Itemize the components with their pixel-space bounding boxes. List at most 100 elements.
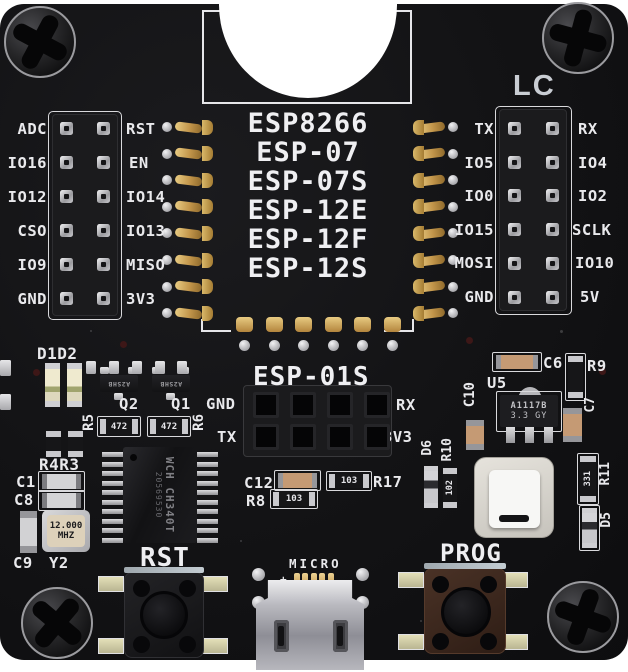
ref-label: C6 <box>543 354 563 372</box>
pin-label: IO12 <box>7 188 47 206</box>
diode-d2 <box>67 363 82 407</box>
module-title: ESP-12E <box>247 195 369 226</box>
ref-label: R5 <box>81 414 97 431</box>
socket-label: 3V3 <box>383 428 413 446</box>
brand-logo: LC <box>513 70 556 102</box>
right-pin-header <box>499 109 567 311</box>
voltage-regulator-u5: A1117B 3.3 GY <box>500 395 558 427</box>
pin-label: EN <box>129 154 149 172</box>
left-header-silk-outline <box>48 111 122 320</box>
pin-label: GND <box>464 288 494 306</box>
pin-label: IO2 <box>578 187 608 205</box>
pin-label: IO5 <box>464 154 494 172</box>
screw-top-right-icon <box>542 2 614 74</box>
pin-label: 3V3 <box>126 290 156 308</box>
pin-label: MOSI <box>454 254 494 272</box>
pin-label: RX <box>578 120 598 138</box>
pin-label: IO0 <box>464 187 494 205</box>
pin-label: ADC <box>17 120 47 138</box>
usb-label: MICRO <box>289 556 342 571</box>
ref-label: R4R3 <box>39 455 80 474</box>
screw-top-left-icon <box>4 6 76 78</box>
ref-label: Q1 <box>171 395 191 413</box>
pin-label: 5V <box>580 288 600 306</box>
module-title: ESP-12S <box>247 253 369 284</box>
capacitor-c7 <box>563 408 582 442</box>
program-button-plunger <box>441 587 491 637</box>
left-pin-header <box>52 114 118 316</box>
capacitor-c6 <box>496 355 538 369</box>
silk-bracket <box>201 319 231 332</box>
module-title: ESP8266 <box>247 108 369 139</box>
resistor-r17: 103 <box>329 474 369 488</box>
pin-label: GND <box>17 290 47 308</box>
socket-label: TX <box>217 428 237 446</box>
resistor-r6: 472 <box>150 419 188 434</box>
ref-label: C7 <box>583 397 598 413</box>
ref-label: R17 <box>373 473 403 491</box>
diode-d5 <box>582 508 597 548</box>
pin-label: CSO <box>17 222 47 240</box>
capacitor-c12 <box>278 473 317 488</box>
ref-label: C1 <box>16 473 36 491</box>
diode-d1 <box>45 363 60 407</box>
resistor-r11: 331 <box>580 456 596 502</box>
ref-label: R9 <box>587 357 607 375</box>
screw-bottom-left-icon <box>21 587 93 659</box>
reset-button-plunger <box>140 591 188 639</box>
screw-bottom-right-icon <box>547 581 619 653</box>
pin-label: IO15 <box>454 221 494 239</box>
usb-polarity-mark: + <box>280 573 288 586</box>
ref-label: C12 <box>244 474 274 492</box>
pin-label: IO13 <box>126 222 166 240</box>
ref-label: C9 <box>13 554 33 572</box>
capacitor-c8 <box>42 493 81 508</box>
pin-label: IO10 <box>575 254 615 272</box>
white-switch-slot <box>499 515 529 522</box>
chip-marking: WCH CH340T 20569530 <box>154 456 176 534</box>
ref-label: D5 <box>599 512 614 528</box>
resistor-r5: 472 <box>100 419 138 434</box>
esp01-socket <box>243 385 392 457</box>
ref-label: R8 <box>246 492 266 510</box>
usb-uart-chip-ch340t: WCH CH340T 20569530 <box>123 447 197 543</box>
resistor-r9 <box>568 356 583 398</box>
resistor-r3 <box>68 431 83 457</box>
esp01-title: ESP-01S <box>253 362 370 392</box>
pin-label: RST <box>126 120 156 138</box>
pin-label: IO14 <box>126 188 166 206</box>
transistor-q1: A2SHB <box>152 375 190 392</box>
ref-label: D1D2 <box>37 344 78 363</box>
capacitor-c10 <box>466 420 484 450</box>
ref-label: U5 <box>487 374 507 392</box>
resistor-r10: 102 <box>443 468 457 508</box>
ref-label: R10 <box>440 438 455 462</box>
pin-label: MISO <box>126 256 166 274</box>
ref-label: C8 <box>14 491 34 509</box>
ref-label: C10 <box>462 382 478 408</box>
transistor-q2: A2SHB <box>100 375 138 392</box>
diode-d6 <box>424 466 438 508</box>
module-title: ESP-07S <box>247 166 369 197</box>
right-header-silk-outline <box>495 106 572 315</box>
ref-label: Y2 <box>49 554 69 572</box>
module-title: ESP-12F <box>247 224 369 255</box>
pin-label: IO4 <box>578 154 608 172</box>
ref-label: Q2 <box>119 395 139 413</box>
pin-label: IO9 <box>17 256 47 274</box>
silk-bracket <box>384 319 414 332</box>
pin-label: SCLK <box>572 221 612 239</box>
ref-label: R6 <box>191 414 207 431</box>
ref-label: D6 <box>420 440 435 456</box>
socket-label: RX <box>396 396 416 414</box>
module-title: ESP-07 <box>256 137 360 168</box>
resistor-r4 <box>46 431 61 457</box>
pin-label: TX <box>474 120 494 138</box>
program-button-label: PROG <box>440 539 502 567</box>
capacitor-c1 <box>42 474 81 489</box>
pin-label: IO16 <box>7 154 47 172</box>
module-title-list: ESP8266 ESP-07 ESP-07S ESP-12E ESP-12F E… <box>203 109 413 283</box>
socket-label: GND <box>206 395 236 413</box>
